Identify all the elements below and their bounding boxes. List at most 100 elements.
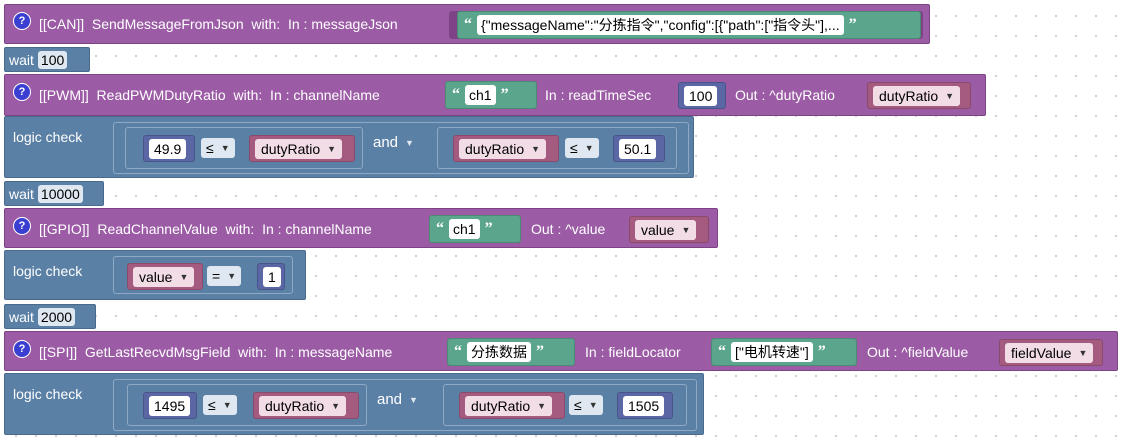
- right-operator-dropdown[interactable]: ≤▼: [569, 395, 603, 415]
- field-locator-field[interactable]: ["电机转速"]: [731, 342, 813, 362]
- dropdown-arrow-icon: ▼: [227, 271, 237, 281]
- left-compare-expression[interactable]: [127, 384, 367, 426]
- wait-duration-field[interactable]: 10000: [37, 184, 83, 203]
- variable-name: fieldValue: [1011, 344, 1072, 361]
- logic-check-label: logic check: [13, 386, 83, 402]
- help-icon[interactable]: ?: [13, 12, 31, 30]
- gpio-read-channel-value-block[interactable]: ? [[GPIO]] ReadChannelValue with: In : c…: [4, 208, 718, 248]
- operator-symbol: ≤: [570, 140, 578, 156]
- field-value-variable-block[interactable]: fieldValue▼: [999, 339, 1103, 366]
- variable-name: value: [139, 268, 173, 285]
- message-json-text-block[interactable]: “ {"messageName":"分拣指令","config":[{"path…: [457, 11, 921, 39]
- message-json-field[interactable]: {"messageName":"分拣指令","config":[{"path":…: [477, 15, 844, 35]
- message-name-text-block[interactable]: “ 分拣数据 ”: [447, 338, 575, 366]
- wait-block[interactable]: wait 2000: [4, 304, 96, 329]
- value-variable-block[interactable]: value▼: [127, 263, 203, 290]
- logic-check-block[interactable]: logic check 49.9 ≤▼ dutyRatio▼ and▼ duty…: [4, 116, 694, 178]
- variable-name: dutyRatio: [879, 87, 939, 104]
- right-number-field[interactable]: 1505: [623, 395, 665, 416]
- number-block[interactable]: 1: [257, 263, 285, 290]
- help-icon[interactable]: ?: [13, 83, 31, 101]
- gpio-block-title: [[GPIO]] ReadChannelValue with: In : cha…: [39, 221, 372, 237]
- right-variable-block[interactable]: dutyRatio▼: [453, 135, 559, 162]
- and-label: and: [373, 134, 399, 151]
- message-name-field[interactable]: 分拣数据: [467, 342, 531, 362]
- right-number-block[interactable]: 50.1: [613, 135, 665, 162]
- duty-ratio-variable-block[interactable]: dutyRatio ▼: [867, 82, 971, 109]
- spi-get-last-recvd-msg-field-block[interactable]: ? [[SPI]] GetLastRecvdMsgField with: In …: [4, 331, 1118, 371]
- dropdown-arrow-icon: ▼: [588, 400, 598, 410]
- quote-close-icon: ”: [817, 343, 826, 360]
- can-block-title: [[CAN]] SendMessageFromJson with: In : m…: [39, 16, 398, 32]
- right-compare-expression[interactable]: [443, 384, 687, 426]
- compare-expression[interactable]: [113, 256, 293, 294]
- read-time-number-block[interactable]: 100: [678, 82, 726, 109]
- channel-name-text-block[interactable]: “ ch1 ”: [445, 81, 537, 109]
- right-variable-block[interactable]: dutyRatio▼: [459, 392, 565, 419]
- wait-label: wait: [9, 308, 34, 325]
- logic-and-expression[interactable]: [113, 379, 697, 431]
- dropdown-arrow-icon: ▼: [220, 143, 230, 153]
- channel-name-field[interactable]: ch1: [465, 85, 496, 105]
- dropdown-arrow-icon: ▼: [409, 394, 418, 405]
- left-operator-dropdown[interactable]: ≤▼: [203, 395, 237, 415]
- field-value-variable-field[interactable]: fieldValue▼: [1005, 342, 1094, 363]
- wait-duration-field[interactable]: 100: [37, 50, 68, 69]
- left-variable-block[interactable]: dutyRatio▼: [253, 392, 359, 419]
- read-time-field[interactable]: 100: [684, 85, 718, 106]
- right-variable-field[interactable]: dutyRatio▼: [459, 138, 547, 159]
- and-operator-dropdown[interactable]: and▼: [373, 134, 414, 151]
- logic-check-block[interactable]: logic check value▼ =▼ 1: [4, 250, 306, 300]
- dropdown-arrow-icon: ▼: [222, 400, 232, 410]
- read-time-label: In : readTimeSec: [545, 87, 652, 103]
- right-number-block[interactable]: 1505: [617, 392, 673, 419]
- right-compare-expression[interactable]: [437, 127, 677, 169]
- spi-block-title: [[SPI]] GetLastRecvdMsgField with: In : …: [39, 344, 393, 360]
- dropdown-arrow-icon: ▼: [331, 400, 341, 411]
- help-icon[interactable]: ?: [13, 217, 31, 235]
- logic-and-expression[interactable]: [113, 122, 689, 174]
- left-number-field[interactable]: 49.9: [149, 138, 187, 159]
- right-variable-field[interactable]: dutyRatio▼: [465, 395, 553, 416]
- operator-symbol: ≤: [574, 397, 582, 413]
- dropdown-arrow-icon: ▼: [327, 143, 337, 154]
- and-label: and: [377, 391, 403, 408]
- quote-close-icon: ”: [484, 220, 493, 237]
- help-icon[interactable]: ?: [13, 340, 31, 358]
- pwm-read-duty-ratio-block[interactable]: ? [[PWM]] ReadPWMDutyRatio with: In : ch…: [4, 74, 986, 116]
- left-variable-field[interactable]: dutyRatio ▼: [255, 138, 343, 159]
- wait-duration-field[interactable]: 2000: [37, 307, 76, 326]
- value-variable-field[interactable]: value▼: [133, 266, 195, 287]
- variable-name: value: [641, 221, 675, 238]
- number-field[interactable]: 1: [263, 266, 281, 287]
- left-number-block[interactable]: 49.9: [143, 135, 195, 162]
- left-compare-expression[interactable]: [125, 127, 363, 169]
- field-locator-label: In : fieldLocator: [585, 344, 681, 360]
- left-variable-field[interactable]: dutyRatio▼: [259, 395, 347, 416]
- variable-name: dutyRatio: [261, 140, 321, 157]
- dropdown-arrow-icon: ▼: [584, 143, 594, 153]
- value-out-label: Out : ^value: [531, 221, 606, 237]
- value-variable-field[interactable]: value▼: [635, 219, 697, 240]
- logic-check-block[interactable]: logic check 1495 ≤▼ dutyRatio▼ and▼ duty…: [4, 373, 704, 435]
- left-operator-dropdown[interactable]: ≤▼: [201, 138, 235, 158]
- right-operator-dropdown[interactable]: ≤▼: [565, 138, 599, 158]
- left-variable-block[interactable]: dutyRatio ▼: [249, 135, 355, 162]
- wait-block[interactable]: wait 10000: [4, 181, 104, 206]
- field-locator-text-block[interactable]: “ ["电机转速"] ”: [711, 338, 857, 366]
- operator-dropdown[interactable]: =▼: [207, 266, 242, 286]
- dropdown-arrow-icon: ▼: [945, 90, 955, 101]
- pwm-block-title: [[PWM]] ReadPWMDutyRatio with: In : chan…: [39, 87, 380, 103]
- duty-ratio-variable-field[interactable]: dutyRatio ▼: [873, 85, 961, 106]
- channel-name-text-block[interactable]: “ ch1 ”: [429, 215, 521, 243]
- value-variable-block[interactable]: value▼: [629, 216, 709, 243]
- wait-block[interactable]: wait 100: [4, 47, 90, 72]
- left-number-field[interactable]: 1495: [149, 395, 191, 416]
- quote-open-icon: “: [464, 16, 472, 33]
- and-operator-dropdown[interactable]: and ▼: [377, 391, 418, 408]
- channel-name-field[interactable]: ch1: [449, 219, 480, 239]
- quote-open-icon: “: [452, 86, 460, 103]
- left-number-block[interactable]: 1495: [143, 392, 197, 419]
- right-number-field[interactable]: 50.1: [619, 138, 657, 159]
- can-send-message-block[interactable]: ? [[CAN]] SendMessageFromJson with: In :…: [4, 4, 930, 44]
